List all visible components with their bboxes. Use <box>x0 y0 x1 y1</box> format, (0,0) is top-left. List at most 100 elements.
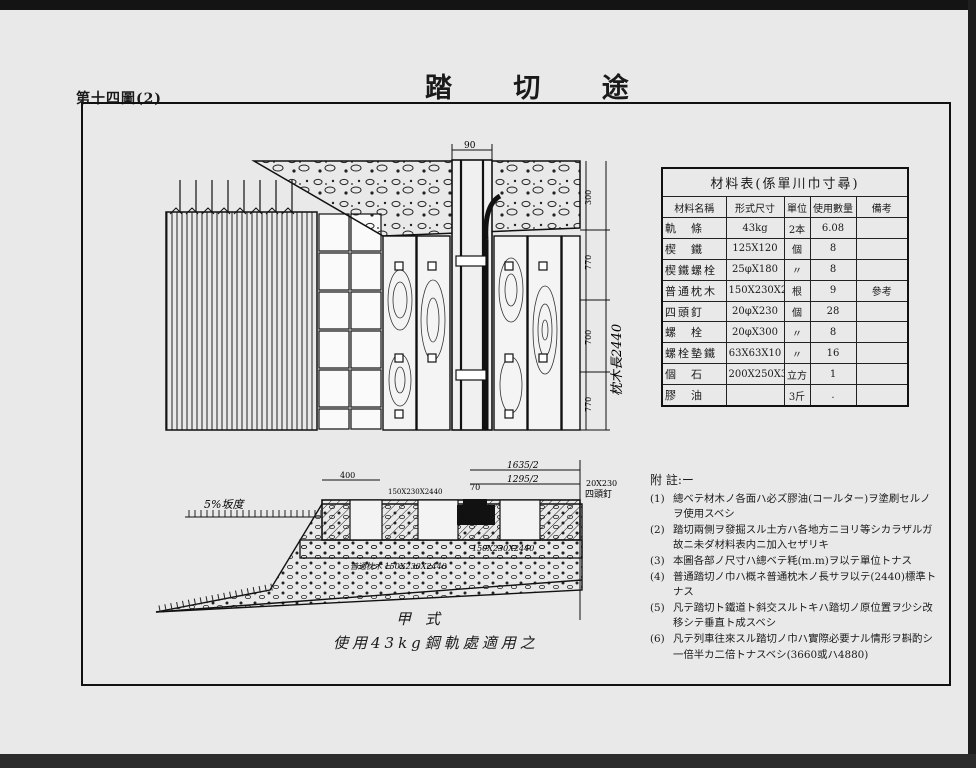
dim-half-inner: 1295/2 <box>507 475 539 485</box>
note-index: (5) <box>650 601 665 614</box>
material-unit: 〃 <box>783 321 811 344</box>
header-cell: 使用數量 <box>809 196 857 219</box>
material-size: 25φX180 <box>725 258 785 281</box>
material-note <box>855 217 909 239</box>
material-name: 個 石 <box>661 363 727 386</box>
material-size: 200X250X300 <box>725 363 785 386</box>
material-unit: 〃 <box>783 258 811 281</box>
notes-title: 附 註:ー <box>650 473 694 487</box>
type-caption: 甲式 <box>396 610 455 628</box>
dim-spacing-1: 770 <box>584 255 593 270</box>
note-index: (4) <box>650 570 665 583</box>
material-unit: 個 <box>783 300 811 323</box>
material-size: 150X230X2440 <box>725 279 785 302</box>
dim-half-outer: 1635/2 <box>507 461 539 471</box>
material-note <box>855 258 909 281</box>
material-note <box>855 384 909 407</box>
notes-block: 附 註:ー (1) 總ベテ材木ノ各面ハ必ズ膠油(コールター)ヲ塗刷セルノヲ使用スベ… <box>650 473 940 663</box>
spike-label: 四頭釘 <box>585 488 612 500</box>
note-text: 本圖各部ノ尺寸ハ總ベテ粍(m.m)ヲ以テ單位トナス <box>673 554 912 567</box>
bolt-size-label: 150X230X2440 <box>388 488 443 496</box>
material-size: 63X63X10 <box>725 342 785 365</box>
material-size <box>725 384 785 407</box>
material-note <box>855 363 909 386</box>
table-row: 普通枕木 150X230X2440 根 9 參考 <box>661 279 909 302</box>
usage-caption: 使用43kg鋼軌處適用之 <box>333 634 539 652</box>
table-row: 個 石 200X250X300 立方 1 <box>661 363 909 386</box>
material-qty: 9 <box>809 279 857 302</box>
dim-spacing-3: 770 <box>584 397 593 412</box>
note-index: (2) <box>650 523 665 536</box>
material-unit: 立方 <box>783 363 811 386</box>
note-item: (3) 本圖各部ノ尺寸ハ總ベテ粍(m.m)ヲ以テ單位トナス <box>650 554 940 570</box>
dim-spacing-2: 700 <box>584 330 593 345</box>
materials-table: 材料表(係單川巾寸尋) 材料名稱 形式尺寸 單位 使用數量 備考 軌 條 43k… <box>661 167 909 407</box>
header-cell: 備考 <box>855 196 909 219</box>
table-row: 楔 鐵 125X120 個 8 <box>661 237 909 260</box>
bolt-plates <box>394 255 548 419</box>
scan-bottom-edge <box>0 754 976 768</box>
material-unit: 根 <box>783 279 811 302</box>
material-name: 螺 栓 <box>661 321 727 344</box>
ground-grass <box>185 510 321 517</box>
material-name: 螺栓墊鐵 <box>661 342 727 365</box>
material-size: 125X120 <box>725 237 785 260</box>
note-item: (5) 凡テ踏切ト鐵道ト斜交スルトキハ踏切ノ原位置ヲ少シ改移シテ垂直ト成スベシ <box>650 601 940 632</box>
drawing-frame <box>81 102 951 686</box>
material-name: 楔鐵螺栓 <box>661 258 727 281</box>
material-size: 20φX300 <box>725 321 785 344</box>
material-note <box>855 321 909 344</box>
sleeper-length-label: 枕木長2440 <box>610 324 625 396</box>
sleeper-layer <box>299 539 583 559</box>
header-cell: 單位 <box>783 196 811 219</box>
material-name: 普通枕木 <box>661 279 727 302</box>
material-size: 20φX230 <box>725 300 785 323</box>
material-unit: 個 <box>783 237 811 260</box>
material-name: 楔 鐵 <box>661 237 727 260</box>
table-row: 螺 栓 20φX300 〃 8 <box>661 321 909 344</box>
note-text: 凡テ踏切ト鐵道ト斜交スルトキハ踏切ノ原位置ヲ少シ改移シテ垂直ト成スベシ <box>673 601 933 630</box>
material-qty: 28 <box>809 300 857 323</box>
material-note <box>855 237 909 260</box>
dim-top-width: 90 <box>464 141 476 151</box>
page-title: 踏 切 途 <box>425 73 655 104</box>
table-row: 四頭釘 20φX230 個 28 <box>661 300 909 323</box>
material-size: 43kg <box>725 217 785 239</box>
slope-label: 5%坂度 <box>204 498 245 511</box>
header-cell: 材料名稱 <box>661 196 727 219</box>
table-row: 膠 油 3斤 . <box>661 384 909 407</box>
note-index: (3) <box>650 554 665 567</box>
material-qty: 8 <box>809 258 857 281</box>
material-note <box>855 300 909 323</box>
material-qty: 6.08 <box>809 217 857 239</box>
note-item: (1) 總ベテ材木ノ各面ハ必ズ膠油(コールター)ヲ塗刷セルノヲ使用スベシ <box>650 492 940 523</box>
sleeper-timbers <box>382 235 581 431</box>
material-unit: 2本 <box>783 217 811 239</box>
table-row: 楔鐵螺栓 25φX180 〃 8 <box>661 258 909 281</box>
rail-section <box>457 505 495 525</box>
paving-stones <box>318 213 382 430</box>
scan-right-edge <box>968 0 976 768</box>
material-qty: 1 <box>809 363 857 386</box>
scan-top-edge <box>0 0 976 10</box>
materials-header-row: 材料名稱 形式尺寸 單位 使用數量 備考 <box>661 196 909 219</box>
note-text: 踏切兩側ヲ發掘スル土方ハ各地方ニヨリ等シカラザルガ故ニ未ダ材料表内ニ加入セザリキ <box>673 523 933 552</box>
material-unit: 〃 <box>783 342 811 365</box>
note-text: 凡テ列車往來スル踏切ノ巾ハ實際必要ナル情形ヲ斟酌シ一倍半カ二倍トナスベシ(366… <box>673 632 933 661</box>
material-name: 四頭釘 <box>661 300 727 323</box>
note-item: (2) 踏切兩側ヲ發掘スル土方ハ各地方ニヨリ等シカラザルガ故ニ未ダ材料表内ニ加入セ… <box>650 523 940 554</box>
side-plank-label: 150X230X2440 <box>472 544 534 553</box>
note-index: (6) <box>650 632 665 645</box>
spike-marker-row <box>179 180 293 212</box>
table-row: 螺栓墊鐵 63X63X10 〃 16 <box>661 342 909 365</box>
note-text: 總ベテ材木ノ各面ハ必ズ膠油(コールター)ヲ塗刷セルノヲ使用スベシ <box>673 492 931 521</box>
section-view: 400 1635/2 1295/2 70 5%坂度 四頭釘 20X230 150… <box>155 460 617 620</box>
note-index: (1) <box>650 492 665 505</box>
dim-depth: 300 <box>584 190 593 205</box>
note-item: (6) 凡テ列車往來スル踏切ノ巾ハ實際必要ナル情形ヲ斟酌シ一倍半カ二倍トナスベシ(… <box>650 632 940 663</box>
ballast-note-label: 普通枕木 150X230X2440 <box>350 562 447 571</box>
vertical-hatch-field <box>165 211 318 431</box>
timber-size-label: 20X230 <box>586 479 617 488</box>
dim-side-left: 400 <box>340 471 355 480</box>
